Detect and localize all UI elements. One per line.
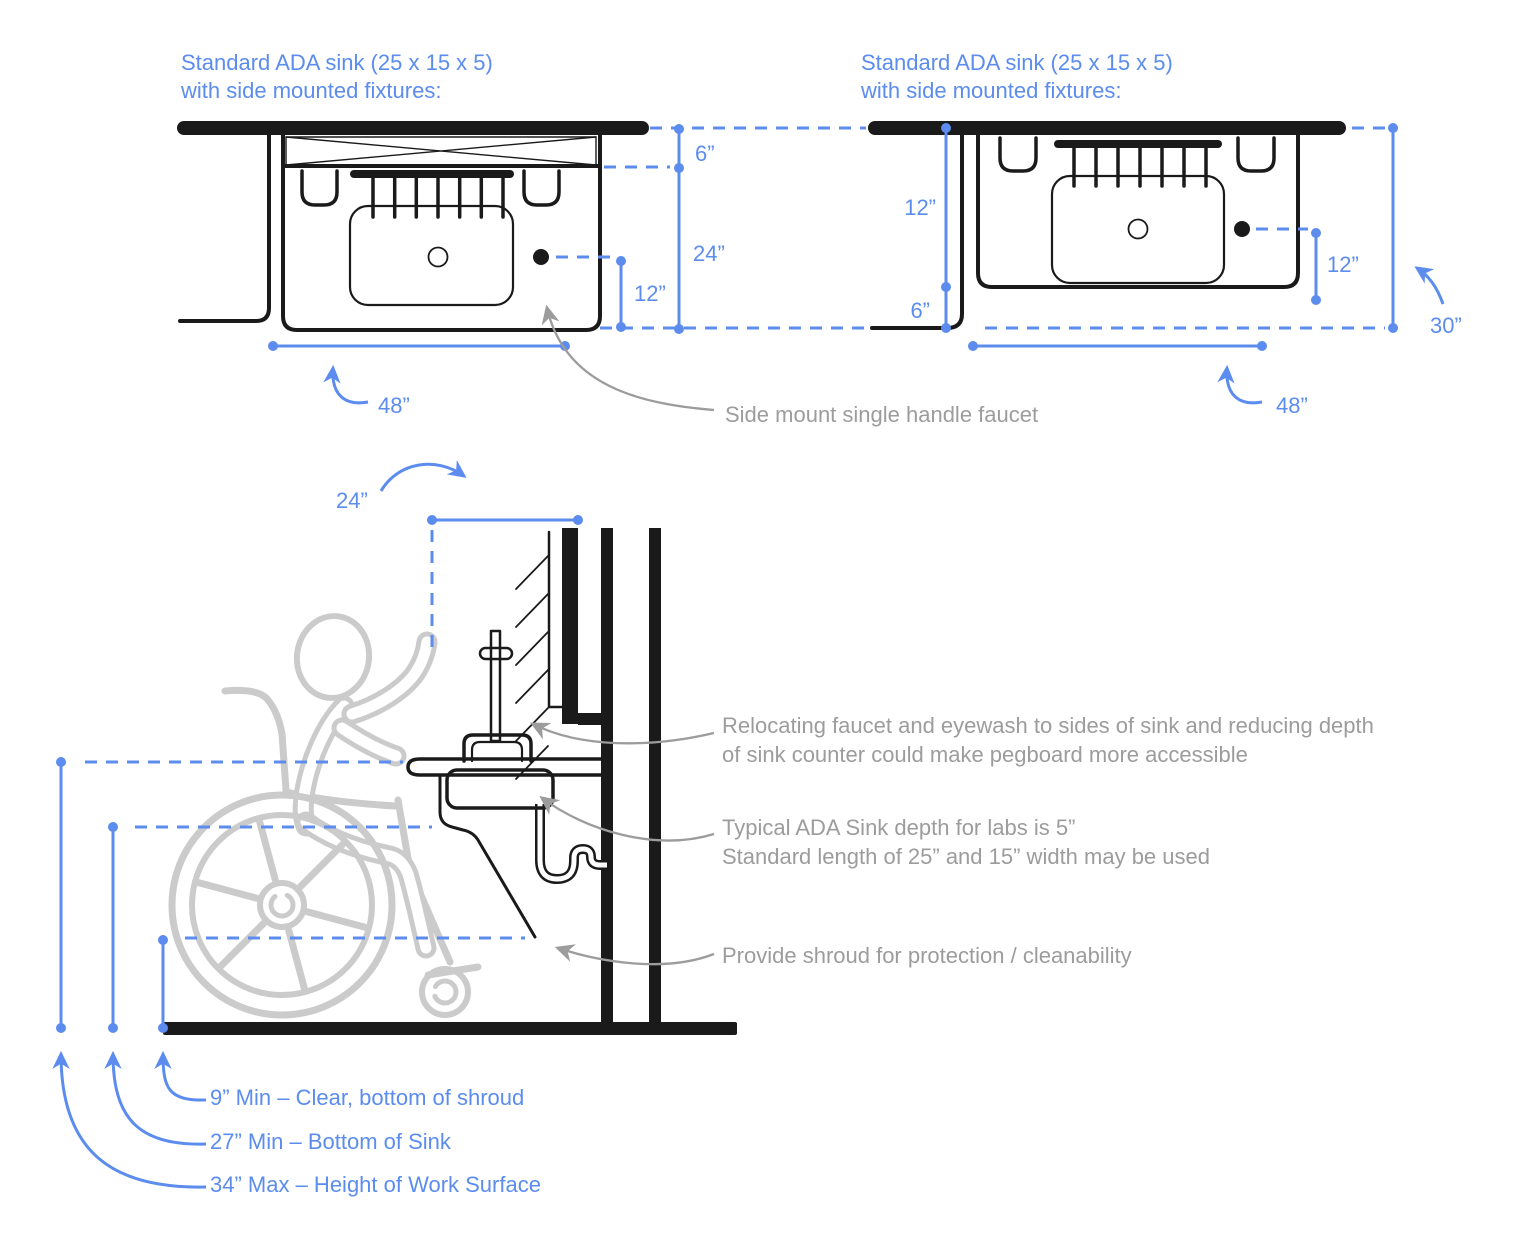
side-view-diagram: 24” 9” Min – Clear, bottom of shroud 27”… (52, 460, 737, 1197)
arrow-27-min (104, 1050, 207, 1146)
arrow-side-mount-faucet (541, 304, 715, 412)
faucet-base-inner (470, 740, 524, 763)
dimension-dots (56, 515, 583, 1033)
sink-counter-outline (281, 133, 602, 332)
label-27-min: 27” Min – Bottom of Sink (210, 1129, 452, 1154)
side-fixture-left (300, 169, 339, 207)
side-fixture-left (998, 136, 1038, 173)
dim-label-12: 12” (634, 281, 666, 306)
note-sink-depth-line1: Typical ADA Sink depth for labs is 5” (722, 815, 1075, 840)
faucet-base-outer (462, 733, 533, 763)
arrow-shroud (554, 944, 715, 966)
pegboard-x-box (283, 136, 600, 168)
top-left-title-line2: with side mounted fixtures: (180, 78, 441, 103)
arrow-9-min (154, 1050, 207, 1102)
arrow-48 (323, 364, 369, 405)
label-34-max: 34” Max – Height of Work Surface (210, 1172, 541, 1197)
top-right-diagram: Standard ADA sink (25 x 15 x 5) with sid… (860, 50, 1462, 418)
wall-edge-bar (177, 121, 649, 135)
arrow-48 (1217, 364, 1263, 405)
top-left-diagram: Standard ADA sink (25 x 15 x 5) with sid… (177, 50, 866, 418)
arrow-34-max (52, 1050, 207, 1189)
dim-label-6: 6” (695, 141, 715, 166)
dim-label-30: 30” (1430, 313, 1462, 338)
sink-basin-side-view (445, 768, 555, 810)
annotations: Side mount single handle faucet Relocati… (530, 304, 1374, 968)
dim-label-48: 48” (1276, 393, 1308, 418)
dim-label-24: 24” (693, 241, 725, 266)
note-side-mount-faucet: Side mount single handle faucet (725, 402, 1038, 427)
arrow-sink-depth (539, 796, 715, 842)
side-faucet-dot (533, 249, 549, 265)
wall-stud-back (649, 528, 661, 1034)
top-right-title-line1: Standard ADA sink (25 x 15 x 5) (861, 50, 1173, 75)
sink-counter-outline (976, 133, 1300, 289)
side-fixture-right (1236, 136, 1276, 173)
sink-basin-top-view (348, 204, 515, 307)
side-faucet-dot (1234, 221, 1250, 237)
sink-basin-top-view (1050, 174, 1226, 285)
wall-edge-bar (868, 121, 1346, 135)
arrow-24-reach (379, 460, 467, 492)
counter-side-view (406, 757, 609, 777)
dim-label-24: 24” (336, 488, 368, 513)
drain-pipe-inner (537, 804, 607, 882)
arrow-relocating (530, 722, 715, 745)
dim-label-12-left: 12” (904, 195, 936, 220)
wheelchair-rear-wheel (168, 791, 396, 1019)
dimension-dots (941, 123, 1398, 351)
floor-line (163, 1022, 737, 1035)
top-right-title-line2: with side mounted fixtures: (860, 78, 1121, 103)
note-relocating-line2: of sink counter could make pegboard more… (722, 742, 1248, 767)
drain-hole (1127, 218, 1149, 240)
dimension-dots (268, 124, 684, 351)
rack-teeth (371, 173, 505, 219)
dim-label-6-left: 6” (910, 298, 930, 323)
top-left-title-line1: Standard ADA sink (25 x 15 x 5) (181, 50, 493, 75)
drain-hole (427, 246, 449, 268)
side-fixture-right (522, 169, 561, 207)
note-relocating-line1: Relocating faucet and eyewash to sides o… (722, 713, 1374, 738)
pegboard-side-view (515, 528, 602, 780)
rack-teeth (1072, 144, 1208, 188)
adjacent-counter-edge (178, 133, 271, 323)
wall-stud-front (601, 528, 613, 1034)
wheelchair-backrest (221, 686, 290, 794)
figure-head (293, 613, 373, 701)
note-shroud: Provide shroud for protection / cleanabi… (722, 943, 1132, 968)
note-sink-depth-line2: Standard length of 25” and 15” width may… (722, 844, 1210, 869)
dim-label-12-inner: 12” (1327, 252, 1359, 277)
label-9-min: 9” Min – Clear, bottom of shroud (210, 1085, 524, 1110)
shroud-line (438, 773, 537, 939)
arrow-30 (1414, 266, 1445, 305)
wheelchair-user-figure (168, 613, 482, 1019)
dim-label-48: 48” (378, 393, 410, 418)
faucet-handle (478, 646, 514, 661)
wheelchair-caster-wheel (419, 966, 471, 1018)
